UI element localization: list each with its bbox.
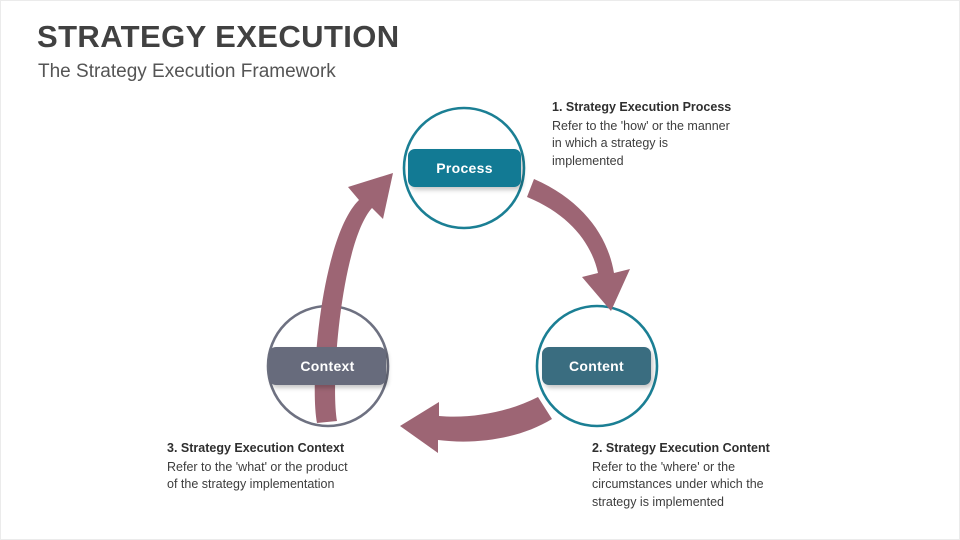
node-process[interactable]: Process (408, 149, 521, 187)
page-title: STRATEGY EXECUTION (37, 19, 400, 54)
node-context[interactable]: Context (269, 347, 386, 385)
annotation-content-body: Refer to the 'where' or the circumstance… (592, 459, 764, 509)
page-subtitle: The Strategy Execution Framework (38, 61, 336, 82)
arrow-process-to-content-icon (527, 179, 630, 311)
process-node-ring (402, 106, 526, 230)
annotation-context-body: Refer to the 'what' or the product of th… (167, 459, 348, 492)
annotation-process-body: Refer to the 'how' or the manner in whic… (552, 118, 730, 168)
annotation-content-heading: 2. Strategy Execution Content (592, 441, 770, 455)
arrow-context-to-process-icon (314, 173, 393, 423)
node-content[interactable]: Content (542, 347, 651, 385)
annotation-context-heading: 3. Strategy Execution Context (167, 441, 345, 455)
arrow-content-to-context-icon (400, 397, 552, 453)
content-node-ring (535, 304, 659, 428)
annotation-process-heading: 1. Strategy Execution Process (552, 100, 732, 114)
annotation-process: 1. Strategy Execution Process Refer to t… (552, 99, 738, 170)
annotation-content: 2. Strategy Execution Content Refer to t… (592, 440, 784, 511)
annotation-context: 3. Strategy Execution Context Refer to t… (167, 440, 353, 494)
